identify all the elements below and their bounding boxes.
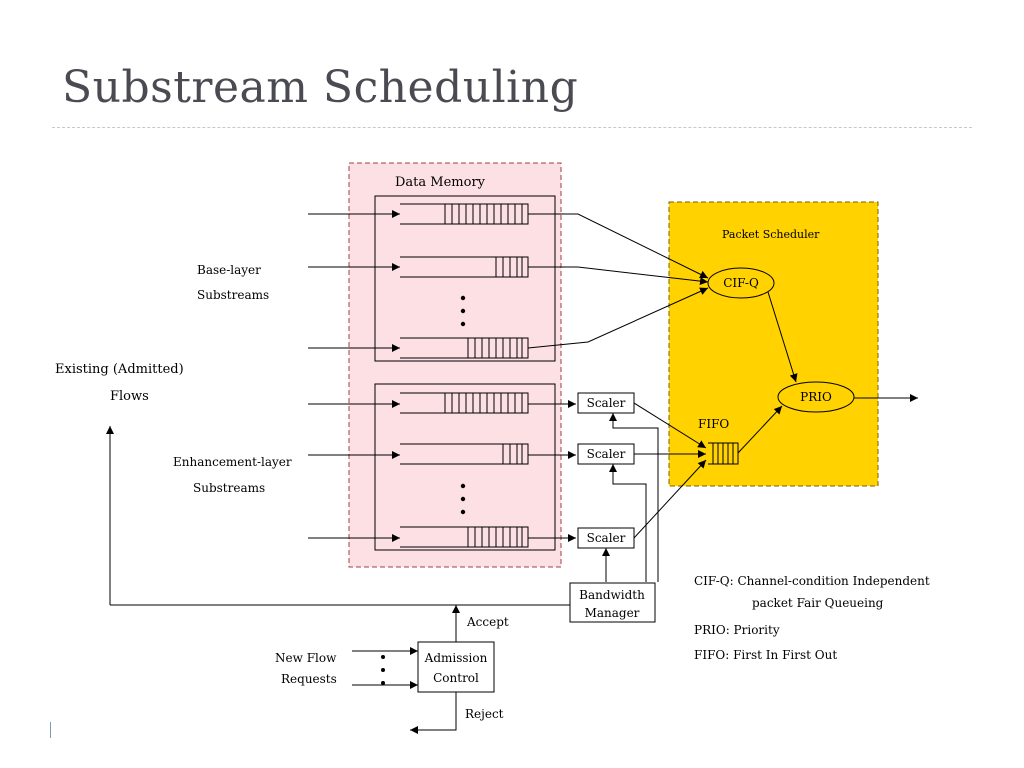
legend-fifo: FIFO: First In First Out <box>694 648 837 662</box>
base-layer-label: Base-layer <box>197 263 261 277</box>
packet-scheduler-region <box>668 201 879 487</box>
existing-flows-label: Existing (Admitted) <box>55 362 184 377</box>
new-flow-label: New Flow <box>275 651 337 665</box>
cifq-node: CIF-Q <box>707 267 775 299</box>
new-flow-label-line2: Requests <box>281 672 337 686</box>
corner-accent-line <box>50 722 51 738</box>
reject-label: Reject <box>465 707 504 721</box>
input-arrows <box>308 210 400 542</box>
base-to-cifq-arrows <box>527 213 709 349</box>
slide-title: Substream Scheduling <box>62 62 579 113</box>
enhancement-layer-label-line2: Substreams <box>193 481 265 495</box>
accept-label: Accept <box>466 615 509 629</box>
enhancement-queue-ellipsis <box>460 483 466 515</box>
base-queue-1 <box>400 203 529 225</box>
legend: CIF-Q: Channel-condition Independent pac… <box>694 574 930 662</box>
enhancement-layer-queue-group <box>374 383 556 551</box>
bandwidth-manager-label-line2: Manager <box>585 606 640 620</box>
fifo-queue: FIFO <box>698 417 739 465</box>
admission-arrows <box>352 605 460 734</box>
title-divider <box>52 127 972 128</box>
prio-label: PRIO <box>800 390 832 404</box>
fifo-label: FIFO <box>698 417 729 431</box>
bandwidth-manager-label: Bandwidth <box>579 588 645 602</box>
data-memory-region <box>348 162 562 568</box>
existing-flows-label-line2: Flows <box>110 389 149 404</box>
admission-control: Admission Control <box>417 641 495 693</box>
enhancement-queue-3 <box>400 526 529 548</box>
bandwidth-control-lines <box>602 413 659 582</box>
feedback-loop <box>106 426 570 606</box>
base-layer-label-line2: Substreams <box>197 288 269 302</box>
scaler-1: Scaler <box>577 392 635 414</box>
scaler-2-label: Scaler <box>587 447 626 461</box>
admission-control-label: Admission <box>424 651 488 665</box>
enhancement-layer-label: Enhancement-layer <box>173 455 292 469</box>
enhancement-queue-2 <box>400 443 529 465</box>
legend-cifq-line2: packet Fair Queueing <box>752 596 884 610</box>
packet-scheduler-label: Packet Scheduler <box>722 228 820 241</box>
legend-prio: PRIO: Priority <box>694 623 780 637</box>
new-flow-ellipsis <box>381 655 385 685</box>
scaler-2: Scaler <box>577 443 635 465</box>
data-memory-label: Data Memory <box>395 175 486 190</box>
base-queue-ellipsis <box>460 295 466 327</box>
bandwidth-manager: Bandwidth Manager <box>569 582 656 623</box>
scheduler-flow-arrows <box>737 291 918 454</box>
admission-control-label-line2: Control <box>433 671 479 685</box>
scaler-3: Scaler <box>577 527 635 549</box>
scaler-1-label: Scaler <box>587 396 626 410</box>
scaler-3-label: Scaler <box>587 531 626 545</box>
cifq-label: CIF-Q <box>723 276 759 290</box>
prio-node: PRIO <box>777 381 855 413</box>
legend-cifq: CIF-Q: Channel-condition Independent <box>694 574 930 588</box>
enhancement-queue-1 <box>400 392 529 414</box>
base-layer-queue-group <box>374 195 556 362</box>
enhancement-to-scaler-arrows <box>528 400 576 542</box>
